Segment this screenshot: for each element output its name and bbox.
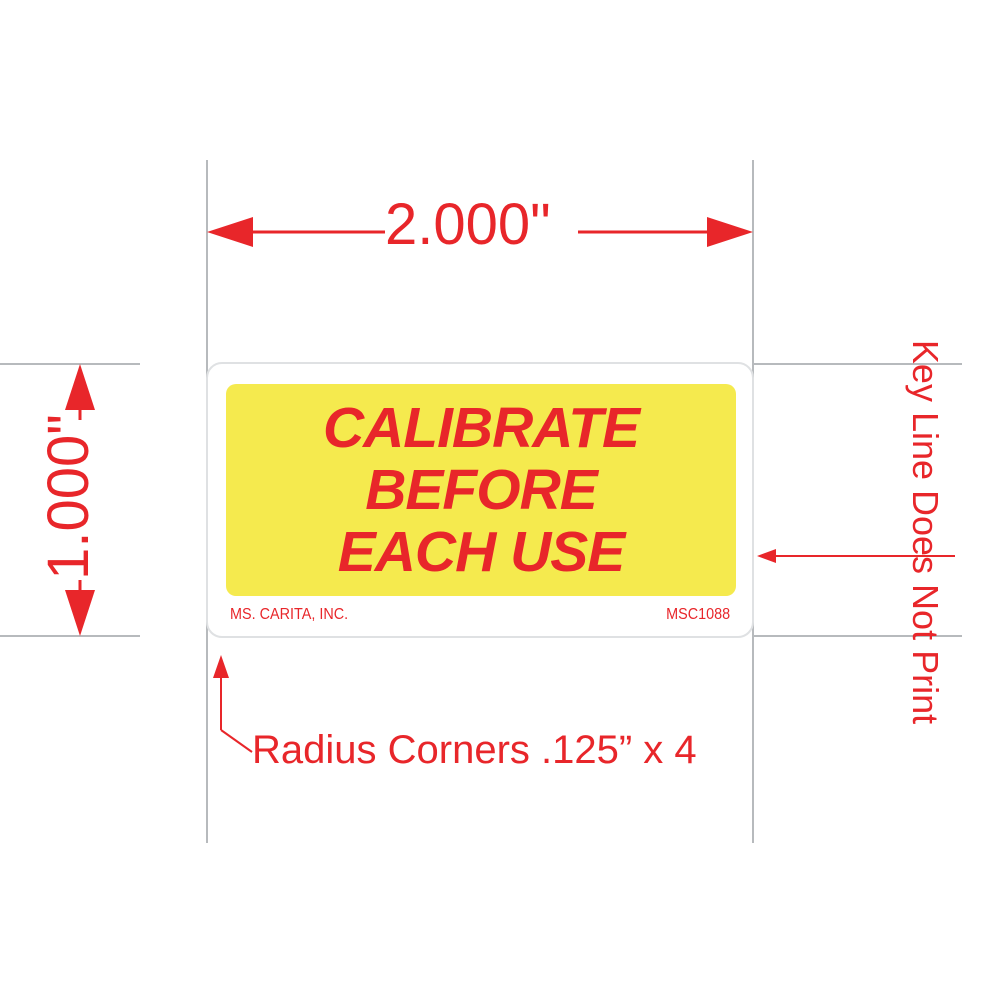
radius-corners-note-label: Radius Corners .125” x 4 xyxy=(252,728,697,772)
height-dimension-label: 1.000" xyxy=(35,414,101,580)
label-artwork: CALIBRATE BEFORE EACH USE MS. CARITA, IN… xyxy=(206,362,754,638)
keyline-note-label: Key Line Does Not Print xyxy=(905,339,947,725)
label-footer: MS. CARITA, INC. MSC1088 xyxy=(230,606,730,624)
extension-line-keyline-upper xyxy=(752,363,962,365)
keyline-arrowhead-icon xyxy=(757,549,776,563)
extension-line-top-horizontal xyxy=(0,363,140,365)
label-footer-company: MS. CARITA, INC. xyxy=(230,606,349,623)
width-dimension-label: 2.000" xyxy=(385,192,551,257)
extension-line-bottom-horizontal xyxy=(0,635,140,637)
label-headline-line-3: EACH USE xyxy=(337,520,626,584)
arrowhead-up-icon xyxy=(65,364,95,410)
label-headline-line-1: CALIBRATE xyxy=(322,396,640,460)
radius-leader-diagonal xyxy=(220,729,253,753)
radius-arrowhead-icon xyxy=(213,655,229,678)
arrowhead-right-icon xyxy=(707,217,753,247)
arrowhead-left-icon xyxy=(207,217,253,247)
arrowhead-down-icon xyxy=(65,590,95,636)
label-yellow-panel: CALIBRATE BEFORE EACH USE xyxy=(226,384,736,596)
radius-leader-group xyxy=(213,655,253,753)
label-footer-part-number: MSC1088 xyxy=(665,606,730,623)
label-headline-line-2: BEFORE xyxy=(365,458,598,522)
extension-line-keyline-lower xyxy=(752,635,962,637)
